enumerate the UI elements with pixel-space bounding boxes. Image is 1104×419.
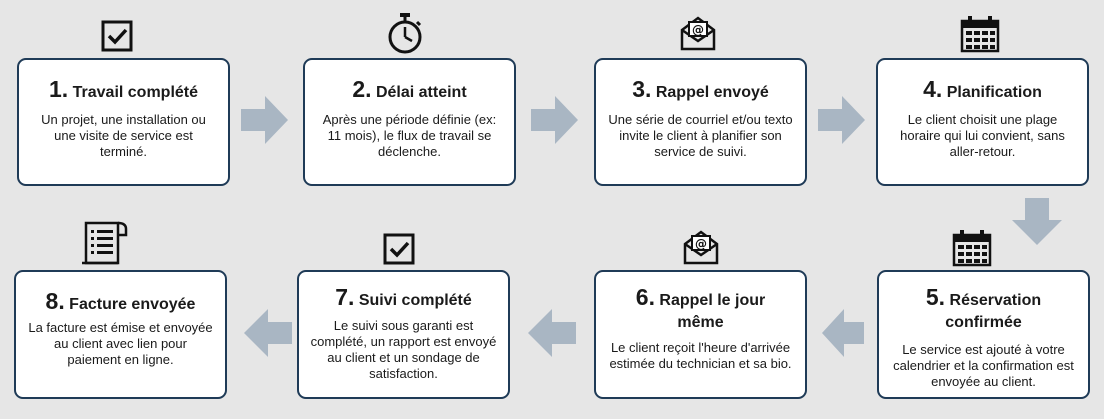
step-card-2: 2. Délai atteint Après une période défin… (303, 58, 516, 186)
arrow-left (528, 309, 576, 357)
step-card-6: 6. Rappel le jour même Le client reçoit … (594, 270, 807, 399)
step-description: Le client choisit une plage horaire qui … (900, 112, 1065, 159)
step-title: 2. Délai atteint (352, 76, 467, 102)
step-card-8: 8. Facture envoyée La facture est émise … (14, 270, 227, 399)
step-description: Le client reçoit l'heure d'arrivée estim… (609, 340, 792, 371)
step-description: Une série de courriel et/ou texto invite… (608, 112, 793, 159)
calendar-icon (952, 230, 992, 267)
invoice-icon (82, 221, 128, 265)
step-description: Après une période définie (ex: 11 mois),… (322, 112, 497, 159)
step-title: 7. Suivi complété (335, 284, 472, 310)
step-title: 8. Facture envoyée (45, 288, 196, 314)
step-title: 4. Planification (923, 76, 1042, 102)
stopwatch-icon (388, 13, 422, 54)
checkbox-icon (101, 20, 133, 52)
calendar-icon (960, 16, 1000, 53)
step-description: La facture est émise et envoyée au clien… (28, 320, 213, 367)
svg-text:@: @ (695, 237, 707, 251)
arrow-left (822, 309, 864, 357)
arrow-left (244, 309, 292, 357)
svg-text:@: @ (692, 23, 704, 37)
arrow-right (241, 96, 288, 144)
step-description: Un projet, une installation ou une visit… (41, 112, 206, 159)
step-description: Le suivi sous garanti est complété, un r… (310, 318, 497, 381)
step-card-7: 7. Suivi complété Le suivi sous garanti … (297, 270, 510, 399)
step-card-4: 4. Planification Le client choisit une p… (876, 58, 1089, 186)
arrow-right (531, 96, 578, 144)
step-card-3: 3. Rappel envoyé Une série de courriel e… (594, 58, 807, 186)
step-description: Le service est ajouté à votre calendrier… (893, 342, 1074, 389)
email-icon: @ (683, 230, 719, 265)
step-card-5: 5. Réservation confirmée Le service est … (877, 270, 1090, 399)
arrow-down (1012, 198, 1062, 245)
step-title: 3. Rappel envoyé (632, 76, 769, 102)
step-title: 6. Rappel le jour même (635, 284, 766, 332)
step-card-1: 1. Travail complété Un projet, une insta… (17, 58, 230, 186)
email-icon: @ (680, 16, 716, 51)
checkbox-icon (383, 233, 415, 265)
step-title: 5. Réservation confirmée (925, 284, 1042, 332)
arrow-right (818, 96, 865, 144)
step-title: 1. Travail complété (48, 76, 199, 102)
